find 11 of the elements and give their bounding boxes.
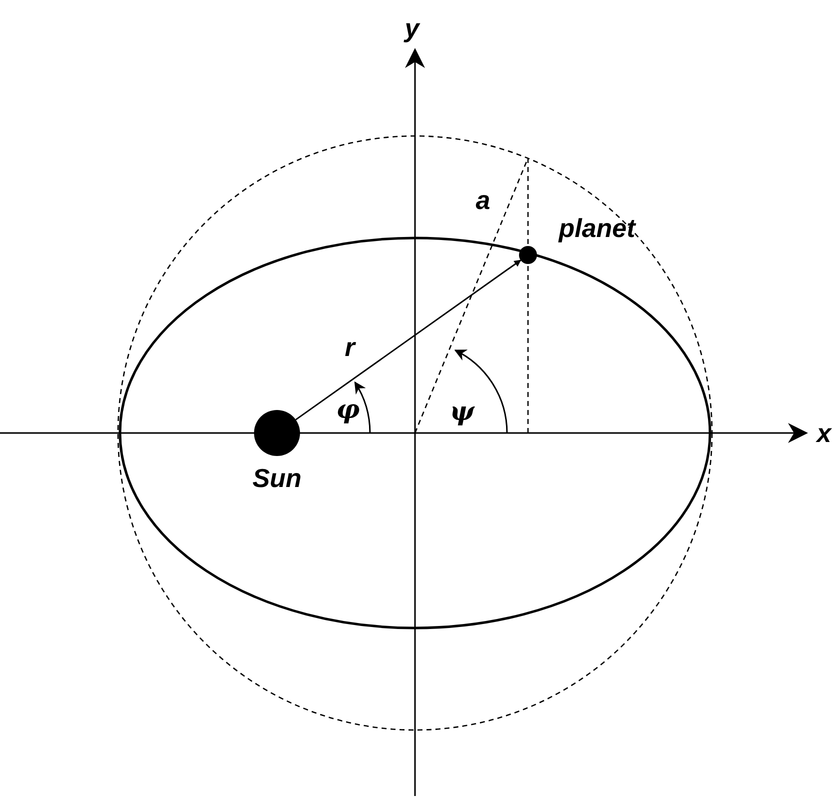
edge-label: r xyxy=(344,334,355,360)
body-label: Sun xyxy=(252,465,302,491)
axis-label: y xyxy=(404,15,420,41)
sun-disk xyxy=(254,410,300,456)
body-label: planet xyxy=(558,215,636,241)
angle-label: φ xyxy=(336,397,360,423)
planet-dot xyxy=(519,246,537,264)
axis-label: x xyxy=(816,420,832,446)
length-label: a xyxy=(476,187,490,213)
radius-arrow xyxy=(295,260,522,420)
angle-label: ψ xyxy=(450,399,474,425)
